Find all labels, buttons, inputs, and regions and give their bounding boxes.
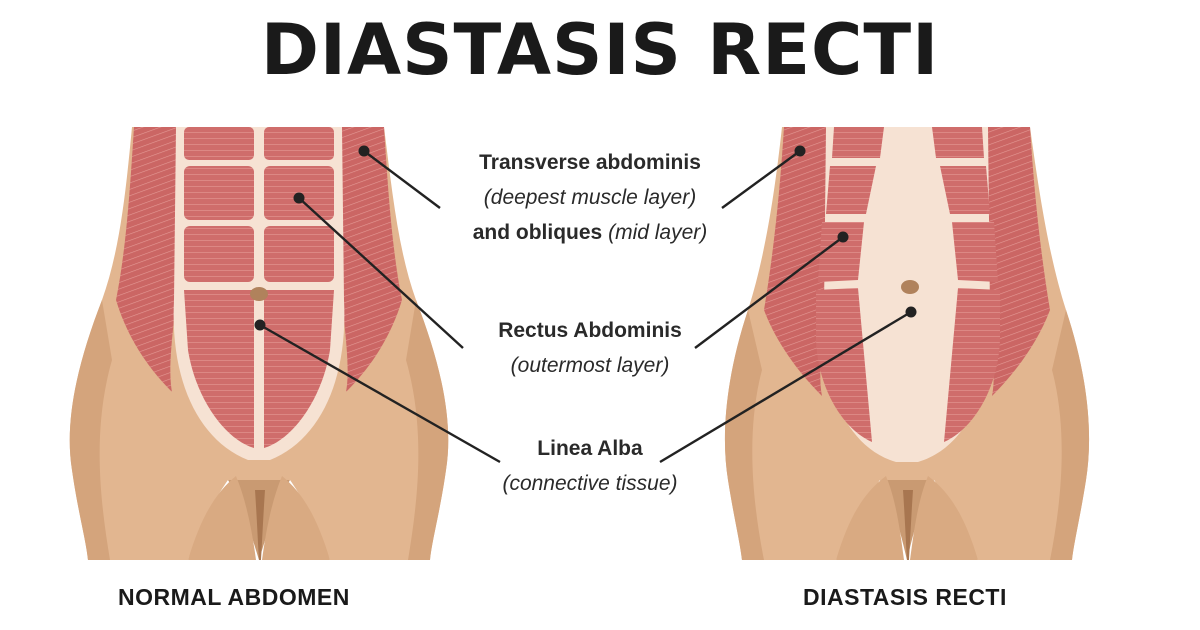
caption-normal-abdomen: NORMAL ABDOMEN <box>118 584 350 610</box>
dot-linea-right <box>905 306 917 318</box>
label-rectus-name: Rectus Abdominis <box>498 319 682 342</box>
normal-crotch-line <box>255 490 265 560</box>
label-linea-name: Linea Alba <box>537 437 643 460</box>
diastasis-rectus-abdominis <box>816 127 1000 442</box>
label-transverse-note: (deepest muscle layer) <box>483 186 697 209</box>
diastasis-navel <box>901 280 919 294</box>
leader-rectus-left <box>298 197 464 349</box>
dot-transverse-left <box>358 145 370 157</box>
label-rectus-note: (outermost layer) <box>510 354 670 377</box>
diastasis-oblique-right <box>986 127 1050 396</box>
page-title: DIASTASIS RECTI <box>260 9 940 91</box>
label-rectus: Rectus Abdominis (outermost layer) <box>430 313 750 383</box>
caption-diastasis-recti: DIASTASIS RECTI <box>803 584 1007 610</box>
label-linea-note: (connective tissue) <box>502 472 678 495</box>
diastasis-inner-thigh-right <box>910 476 978 560</box>
label-transverse-name: Transverse abdominis <box>479 151 701 174</box>
normal-hip-shade-left <box>69 300 112 560</box>
diastasis-hip-shade-right <box>1050 310 1090 560</box>
diastasis-inner-thigh-left <box>836 476 904 560</box>
dot-linea-left <box>254 319 266 331</box>
label-transverse: Transverse abdominis (deepest muscle lay… <box>430 145 750 250</box>
dot-transverse-right <box>794 145 806 157</box>
label-obliques-note: (mid layer) <box>608 221 708 244</box>
diastasis-oblique-left <box>764 127 828 396</box>
leader-linea-right <box>659 310 912 464</box>
normal-inner-thigh-right <box>262 476 330 560</box>
normal-navel <box>250 287 268 301</box>
normal-abdomen-figure <box>69 127 449 560</box>
leader-transverse-left <box>363 150 441 209</box>
label-obliques-name: and obliques <box>472 221 603 244</box>
leader-dots <box>254 145 917 331</box>
leader-linea-left <box>259 323 501 464</box>
normal-inner-thigh-left <box>188 476 256 560</box>
normal-oblique-left <box>116 127 178 392</box>
label-linea: Linea Alba (connective tissue) <box>430 431 750 501</box>
normal-hip-shade-right <box>406 300 449 560</box>
diastasis-crotch-line <box>903 490 913 560</box>
leader-transverse-right <box>721 150 801 209</box>
dot-rectus-left <box>293 192 305 204</box>
diastasis-hip-shade-left <box>724 310 764 560</box>
leader-lines <box>259 150 912 464</box>
normal-rectus-abdominis <box>184 127 334 448</box>
diastasis-abdomen-figure <box>724 127 1090 560</box>
normal-oblique-right <box>340 127 402 392</box>
leader-rectus-right <box>694 236 844 349</box>
dot-rectus-right <box>837 231 849 243</box>
